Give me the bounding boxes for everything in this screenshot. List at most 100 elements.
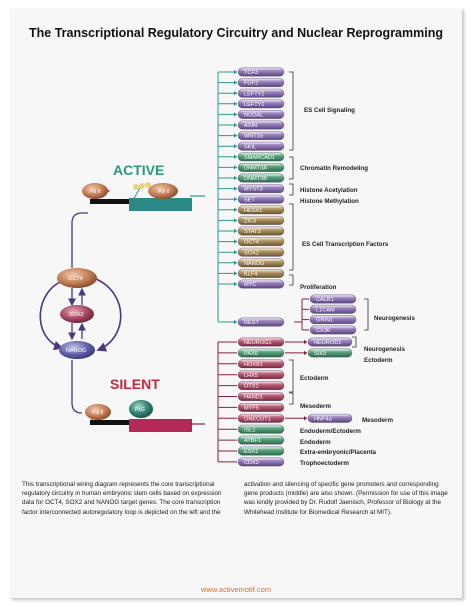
gene-pill-smarcad1-label: SMARCAD1 xyxy=(244,155,275,161)
gene-pill-fgf2: FGF2 xyxy=(237,78,285,87)
connector-arrowhead xyxy=(234,260,237,265)
connector-arrowhead xyxy=(234,175,237,181)
gene-pill-atbf1-label: ATBF1 xyxy=(244,438,261,444)
gene-pill-dnmt3b: DNMT3B xyxy=(237,173,285,183)
silent-cat-ectoderm-2: Ectoderm xyxy=(300,375,329,382)
caption-right: activation and silencing of specific gen… xyxy=(244,481,448,516)
gene-pill-lefty1: LEFTY1 xyxy=(237,99,285,109)
gene-pill-calb1-label: CALB1 xyxy=(316,297,334,303)
gene-pill-cdx2-label: CDX2 xyxy=(244,460,259,466)
bracket-acetylation xyxy=(289,183,294,196)
gene-pill-otx1-label: OTX1 xyxy=(244,384,259,390)
pol2-silent xyxy=(85,404,111,420)
silent-label: SILENT xyxy=(110,376,160,392)
bracket-chromatin xyxy=(289,156,294,180)
gene-pill-hnf4a-label: HNF4a xyxy=(314,416,333,422)
connector-arrowhead xyxy=(234,133,237,138)
gene-pill-nodal: NODAL xyxy=(237,110,285,119)
sox2-protein xyxy=(60,305,94,323)
gene-pill-myf5: MYF5 xyxy=(237,403,285,412)
gene-pill-fgf2-label: FGF2 xyxy=(244,81,258,87)
connector-arrowhead xyxy=(234,165,237,170)
category-proliferation: Proliferation xyxy=(300,284,337,291)
gene-pill-pax6: PAX6 xyxy=(237,348,285,358)
gene-pill-wnt3a: WNT3a xyxy=(237,131,285,140)
gene-pill-hnf4a: HNF4a xyxy=(307,413,353,423)
silent-cat-neurogenesis: Neurogenesis xyxy=(364,346,405,353)
oct4-protein xyxy=(57,268,97,288)
active-gene-box xyxy=(129,198,192,211)
bracket-tf xyxy=(289,203,294,271)
connector-arrowhead xyxy=(234,154,237,159)
gene-pill-six3-label: SIX3 xyxy=(314,351,326,357)
gene-pill-lefty2: LEFTY2 xyxy=(237,88,285,98)
nanog-label: NANOG xyxy=(66,348,86,354)
active-label: ACTIVE xyxy=(113,162,164,178)
gene-pill-rest-label: REST xyxy=(244,320,260,326)
gene-pill-cx36-label: CX36 xyxy=(316,328,330,334)
gene-pill-axin: AXIN xyxy=(237,120,285,130)
bracket-proliferation xyxy=(289,274,294,286)
gene-pill-lhx5: LHX5 xyxy=(237,370,285,380)
gene-pill-grin1-label: GRIN1 xyxy=(316,318,333,324)
silent-cat-trophoectoderm: Trophoectoderm xyxy=(300,460,349,467)
gene-pill-neurog1: NEUROG1 xyxy=(237,337,285,347)
gene-pill-isl1: ISL1 xyxy=(237,424,285,434)
caption-left: This transcriptional wiring diagram repr… xyxy=(22,481,222,516)
connector-arrowhead xyxy=(234,80,237,85)
gene-pill-otx1: OTX1 xyxy=(237,381,285,390)
gene-pill-dnmt3a-label: DNMT3A xyxy=(244,166,267,172)
connector-arrowhead xyxy=(304,350,307,356)
pcg-protein xyxy=(129,400,153,418)
nanog-protein xyxy=(59,341,95,359)
silent-cat-endo-ecto: Endoderm/Ectoderm xyxy=(300,428,361,435)
gene-pill-lhx5-label: LHX5 xyxy=(244,373,258,379)
gene-pill-onecut1: ONECUT1 xyxy=(237,413,285,423)
gene-pill-hoxb1-label: HOXB1 xyxy=(244,362,263,368)
bracket-neurogenesis-2 xyxy=(364,298,369,331)
connector-arrowhead xyxy=(234,112,237,117)
gene-pill-neurod1-label: NEUROD1 xyxy=(314,340,341,346)
silent-cat-extraembryonic: Extra-embryonic/Placenta xyxy=(300,449,377,456)
gene-pill-myc-label: MYC xyxy=(244,282,256,288)
gene-pill-hesx1-label: HESX1 xyxy=(244,208,262,214)
gene-pill-klf4: KLF4 xyxy=(237,269,285,278)
connector-arrowhead xyxy=(234,207,237,212)
connector-arrowhead xyxy=(234,239,237,244)
gene-pill-tcf3: TCF3 xyxy=(237,67,285,77)
connector-arrowhead xyxy=(234,228,237,234)
gene-pill-skil: SKIL xyxy=(237,141,285,151)
connector-arrowhead xyxy=(234,101,237,106)
gene-pill-dnmt3a: DNMT3A xyxy=(237,163,285,172)
gene-pill-smarcad1: SMARCAD1 xyxy=(237,152,285,162)
category-es-tf: ES Cell Transcription Factors xyxy=(302,241,389,248)
gene-pill-nanog: NANOG xyxy=(237,258,285,268)
category-es-signaling: ES Cell Signaling xyxy=(304,107,355,114)
gene-pill-nanog-label: NANOG xyxy=(244,261,265,267)
gene-pill-set-label: SET xyxy=(244,197,255,203)
oct4-label: OCT4 xyxy=(68,276,83,282)
pol2-silent-label: Pol II xyxy=(92,410,103,416)
gene-pill-pax6-label: PAX6 xyxy=(244,351,258,357)
connector-arrowhead xyxy=(234,281,237,287)
pcg-label: PcG xyxy=(135,407,145,413)
gene-pill-isl1-label: ISL1 xyxy=(244,427,256,433)
connector-arrowhead xyxy=(304,416,307,421)
pol2-label: Pol II xyxy=(158,189,169,195)
connector-arrowhead xyxy=(304,339,307,345)
footer-url: www.activemotif.com xyxy=(200,585,272,594)
page-panel: The Transcriptional Regulatory Circuitry… xyxy=(10,8,462,598)
connector-arrowhead xyxy=(234,122,237,128)
connector-arrowhead xyxy=(234,186,237,191)
sox2-label: SOX2 xyxy=(69,312,84,318)
gene-pill-klf4-label: KLF4 xyxy=(244,272,257,278)
gene-pill-cx36: CX36 xyxy=(309,325,357,335)
gene-pill-lefty1-label: LEFTY1 xyxy=(244,102,265,108)
category-neurogenesis: Neurogenesis xyxy=(374,315,415,322)
silent-gene-box xyxy=(129,419,192,432)
pol2-active-right xyxy=(148,183,178,199)
loop-to-active-arrow xyxy=(71,212,88,268)
gene-pill-myc: MYC xyxy=(237,279,285,289)
bracket-ectoderm-silent xyxy=(289,359,294,393)
connector-arrowhead xyxy=(234,144,237,149)
